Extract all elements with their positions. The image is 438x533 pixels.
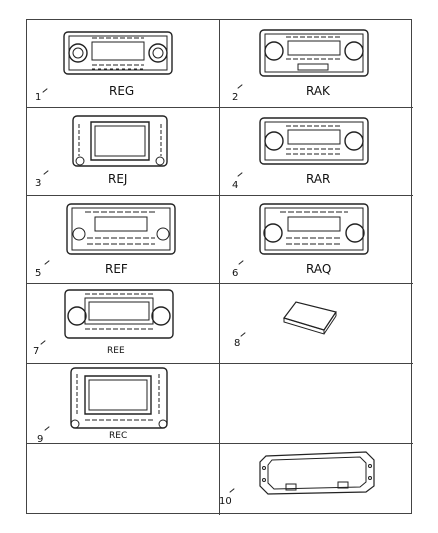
radio-code: REF: [105, 262, 128, 276]
callout-number: 10: [219, 496, 232, 507]
radio-code: REJ: [108, 172, 128, 186]
leader-line: [238, 260, 244, 265]
part-cell-7: 7 REE: [27, 284, 220, 364]
callout-number: 3: [35, 178, 42, 189]
part-cell-8: 8: [220, 284, 413, 364]
part-cell-9: 9 REC: [27, 364, 220, 445]
radio-raq-drawing: [258, 200, 370, 258]
callout-number: 1: [35, 92, 42, 103]
part-cell-3: 3 REJ: [27, 108, 220, 196]
leader-line: [237, 172, 243, 177]
parts-grid: 1 REG 2 RAK 3 REJ: [26, 19, 413, 515]
leader-line: [229, 488, 235, 493]
mounting-bracket-drawing: [256, 448, 380, 498]
callout-number: 4: [232, 180, 239, 191]
radio-code: RAQ: [306, 262, 332, 276]
part-cell-5: 5 REF: [27, 196, 220, 284]
radio-code: REE: [107, 346, 125, 356]
callout-number: 9: [37, 434, 44, 445]
part-cell-blank-left: [27, 444, 220, 515]
part-cell-blank: [220, 364, 413, 444]
manual-booklet-drawing: [282, 298, 342, 338]
radio-code: REG: [109, 84, 135, 98]
leader-line: [42, 88, 48, 93]
callout-number: 5: [35, 268, 42, 279]
part-cell-6: 6 RAQ: [220, 196, 413, 284]
part-cell-4: 4 RAR: [220, 108, 413, 196]
radio-code: RAK: [306, 84, 330, 98]
radio-ree-drawing: [63, 288, 175, 342]
callout-number: 7: [33, 346, 40, 357]
radio-rar-drawing: [258, 112, 370, 168]
radio-rec-drawing: [67, 366, 171, 432]
leader-line: [43, 170, 49, 175]
leader-line: [237, 84, 243, 89]
radio-rej-drawing: [71, 114, 169, 170]
radio-reg-drawing: [62, 28, 174, 78]
radio-code: REC: [109, 431, 128, 441]
leader-line: [44, 260, 50, 265]
radio-ref-drawing: [65, 200, 177, 258]
callout-number: 2: [232, 92, 239, 103]
part-cell-1: 1 REG: [27, 20, 220, 108]
callout-number: 6: [232, 268, 239, 279]
leader-line: [44, 426, 50, 431]
leader-line: [240, 332, 246, 337]
callout-number: 8: [234, 338, 241, 349]
radio-rak-drawing: [258, 26, 370, 80]
part-cell-10: 10: [219, 444, 413, 515]
leader-line: [40, 340, 46, 345]
part-cell-2: 2 RAK: [220, 20, 413, 108]
radio-code: RAR: [306, 172, 331, 186]
